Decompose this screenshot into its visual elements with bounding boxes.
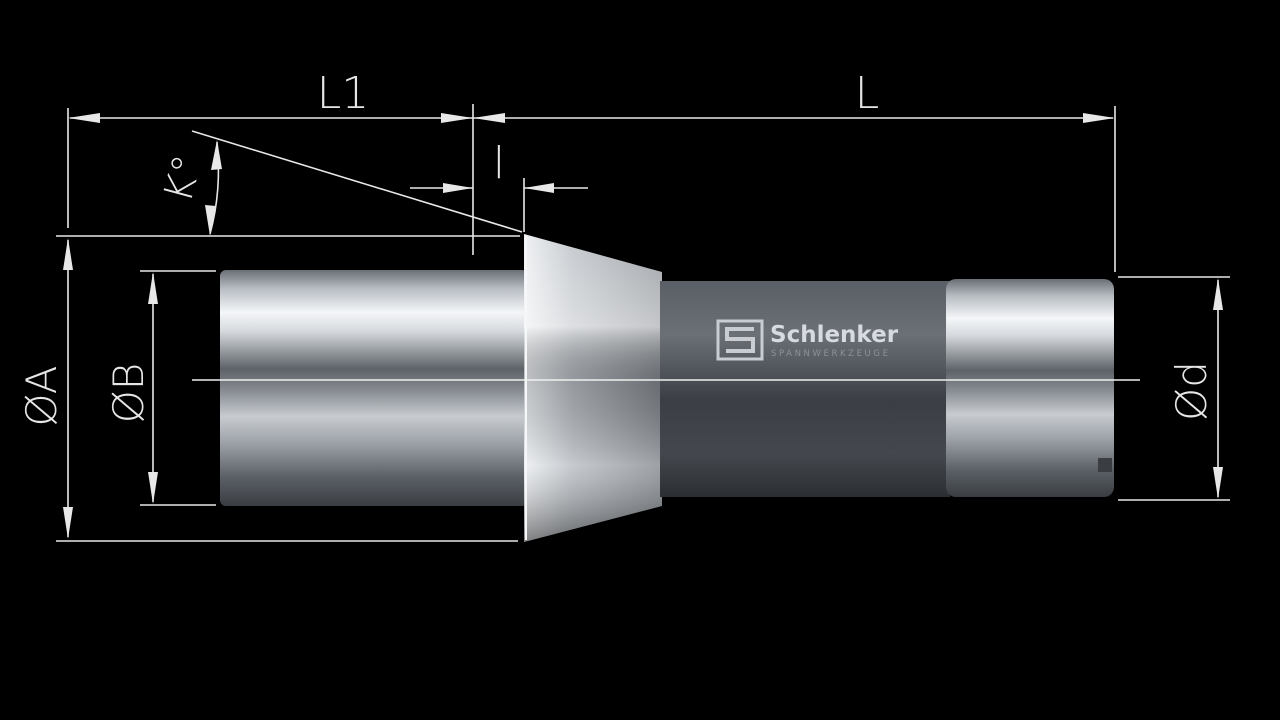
logo-s-glyph	[725, 327, 755, 353]
label-d: Ød	[1167, 361, 1216, 421]
label-B: ØB	[104, 363, 153, 424]
label-A: ØA	[17, 365, 66, 426]
sleeve-segment	[660, 281, 950, 497]
dimension-lines	[56, 104, 1230, 542]
label-L1: L1	[317, 68, 370, 119]
shank-segment	[220, 270, 528, 506]
logo-mark	[716, 319, 764, 361]
label-K: K°	[155, 150, 211, 207]
label-L: L	[855, 68, 880, 119]
logo-name: Schlenker	[770, 322, 899, 348]
logo-tagline: SPANNWERKZEUGE	[771, 349, 891, 359]
brand-logo: Schlenker SPANNWERKZEUGE	[716, 319, 899, 361]
label-l: l	[493, 138, 505, 189]
slot-notch	[1098, 458, 1112, 472]
dimension-labels: L1 L l K° ØA ØB Ød	[17, 68, 1216, 427]
cone-shading	[524, 234, 662, 542]
head-segment	[946, 279, 1114, 497]
collet-body	[192, 234, 1140, 542]
